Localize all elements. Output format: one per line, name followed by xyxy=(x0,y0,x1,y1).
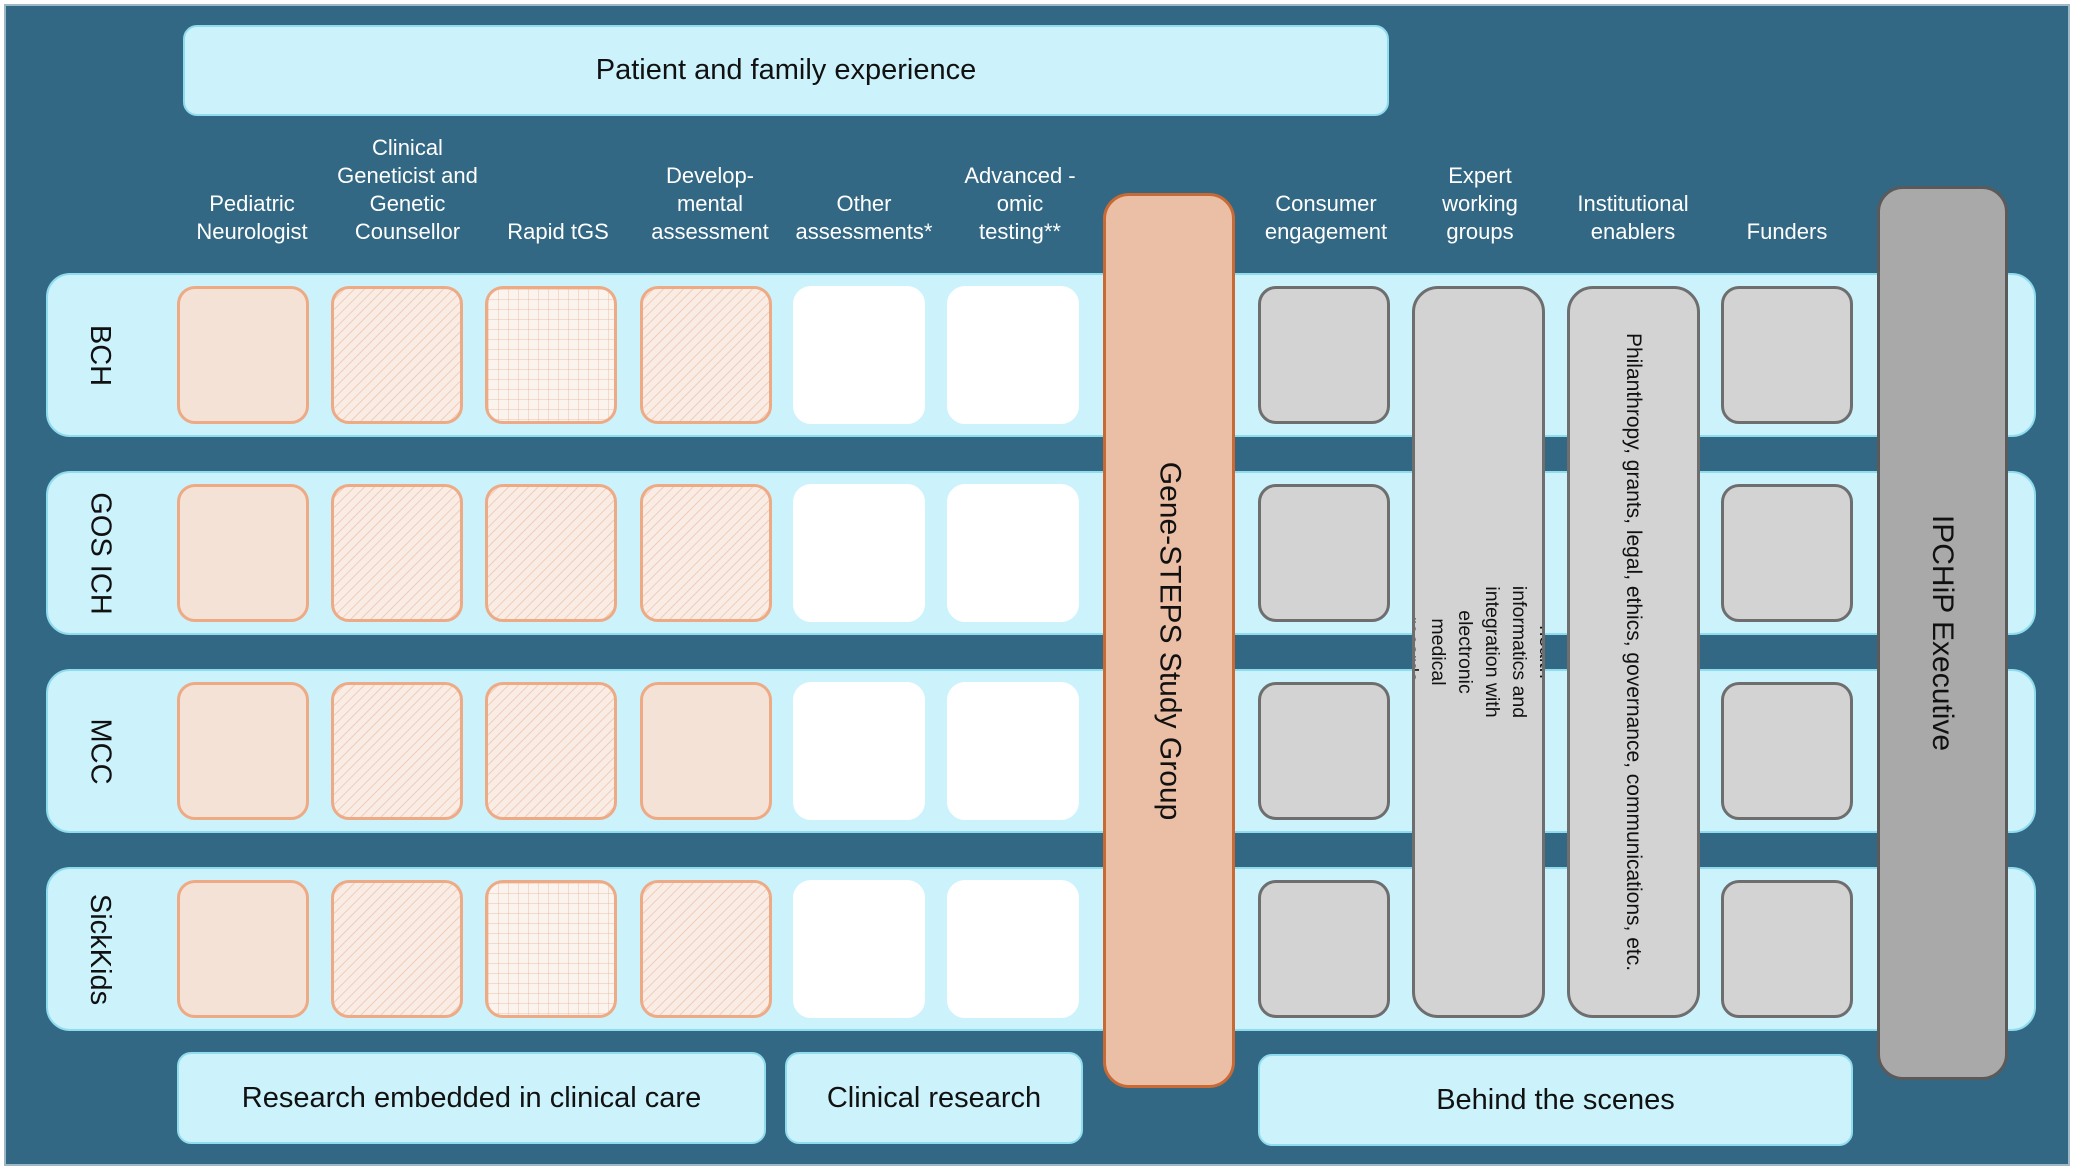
cell-sickkids-pediatric-neurologist xyxy=(177,880,309,1018)
cell-sickkids-advanced-omic xyxy=(947,880,1079,1018)
cell-bch-advanced-omic xyxy=(947,286,1079,424)
row-label-sickkids: SickKids xyxy=(84,893,117,1005)
header-other-assessments: Other assessments* xyxy=(795,191,933,244)
header-developmental-assessment: Develop- mental assessment xyxy=(651,163,769,244)
header-pediatric-neurologist: Pediatric Neurologist xyxy=(196,191,308,244)
header-rapid-tgs: Rapid tGS xyxy=(507,219,609,244)
cell-bch-other-assessments xyxy=(793,286,925,424)
cell-sickkids-other-assessments xyxy=(793,880,925,1018)
row-label-bch: BCH xyxy=(84,324,117,386)
cell-gosich-clinical-geneticist xyxy=(331,484,463,622)
behind-the-scenes-banner: Behind the scenes xyxy=(1258,1054,1853,1146)
cell-mcc-pediatric-neurologist xyxy=(177,682,309,820)
row-label-gosich: GOS ICH xyxy=(84,491,117,615)
ipchip-executive-label: IPCHiP Executive xyxy=(1926,514,1960,752)
header-consumer-engagement: Consumer engagement xyxy=(1264,191,1388,244)
cell-bch-developmental xyxy=(640,286,772,424)
header-advanced-omic-testing: Advanced - omic testing** xyxy=(964,163,1076,244)
clinical-research-banner: Clinical research xyxy=(785,1052,1083,1144)
cell-bch-consumer-engagement xyxy=(1258,286,1390,424)
cell-sickkids-clinical-geneticist xyxy=(331,880,463,1018)
cell-bch-pediatric-neurologist xyxy=(177,286,309,424)
cell-sickkids-developmental xyxy=(640,880,772,1018)
cell-mcc-developmental xyxy=(640,682,772,820)
row-label-mcc: MCC xyxy=(84,717,117,785)
cell-sickkids-funders xyxy=(1721,880,1853,1018)
institutional-enablers-pillar: Philanthropy, grants, legal, ethics, gov… xyxy=(1567,286,1700,1018)
gene-steps-study-group-label: Gene-STEPS Study Group xyxy=(1153,461,1187,820)
cell-gosich-rapid-tgs xyxy=(485,484,617,622)
gene-steps-study-group-pillar: Gene-STEPS Study Group xyxy=(1103,193,1235,1088)
cell-gosich-developmental xyxy=(640,484,772,622)
cell-gosich-other-assessments xyxy=(793,484,925,622)
cell-gosich-consumer-engagement xyxy=(1258,484,1390,622)
patient-family-experience-banner: Patient and family experience xyxy=(183,25,1389,116)
research-embedded-banner: Research embedded in clinical care xyxy=(177,1052,766,1144)
cell-gosich-funders xyxy=(1721,484,1853,622)
institutional-enablers-text: Philanthropy, grants, legal, ethics, gov… xyxy=(1622,332,1646,972)
cell-mcc-funders xyxy=(1721,682,1853,820)
expert-working-groups-pillar: Ganomics and other–omics, clinical pheno… xyxy=(1412,286,1545,1018)
cell-mcc-clinical-geneticist xyxy=(331,682,463,820)
cell-mcc-advanced-omic xyxy=(947,682,1079,820)
cell-mcc-rapid-tgs xyxy=(485,682,617,820)
expert-working-groups-text: Ganomics and other–omics, clinical pheno… xyxy=(1412,585,1545,719)
header-institutional-enablers: Institutional enablers xyxy=(1577,191,1689,244)
cell-bch-rapid-tgs xyxy=(485,286,617,424)
cell-mcc-other-assessments xyxy=(793,682,925,820)
cell-mcc-consumer-engagement xyxy=(1258,682,1390,820)
cell-sickkids-consumer-engagement xyxy=(1258,880,1390,1018)
header-expert-working-groups: Expert working groups xyxy=(1442,163,1518,244)
cell-bch-funders xyxy=(1721,286,1853,424)
header-clinical-geneticist: Clinical Geneticist and Genetic Counsell… xyxy=(337,135,478,244)
cell-bch-clinical-geneticist xyxy=(331,286,463,424)
ipchip-executive-pillar: IPCHiP Executive xyxy=(1877,186,2008,1080)
cell-gosich-advanced-omic xyxy=(947,484,1079,622)
cell-sickkids-rapid-tgs xyxy=(485,880,617,1018)
header-funders: Funders xyxy=(1746,219,1828,244)
cell-gosich-pediatric-neurologist xyxy=(177,484,309,622)
